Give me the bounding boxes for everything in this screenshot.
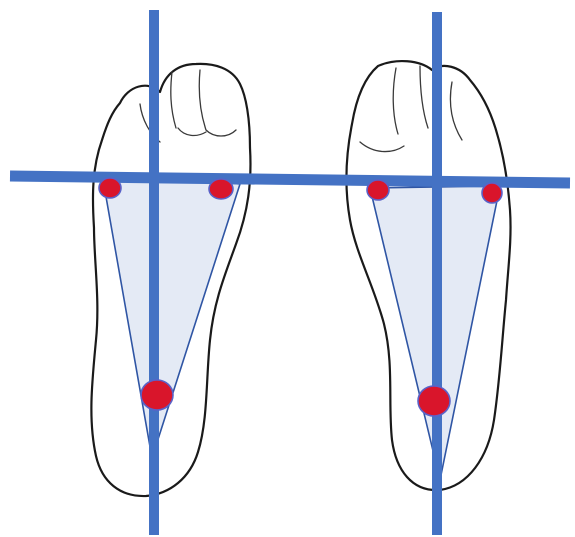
left-foot — [91, 64, 250, 496]
horizontal-forefoot-axis — [10, 176, 570, 183]
left-fifth-metatarsal-point — [209, 179, 233, 199]
right-first-metatarsal-point — [367, 180, 389, 200]
right-fifth-metatarsal-point — [482, 183, 502, 203]
left-first-metatarsal-point — [99, 178, 121, 198]
left-heel-point — [141, 380, 173, 410]
right-heel-point — [418, 386, 450, 416]
right-foot — [346, 61, 510, 490]
